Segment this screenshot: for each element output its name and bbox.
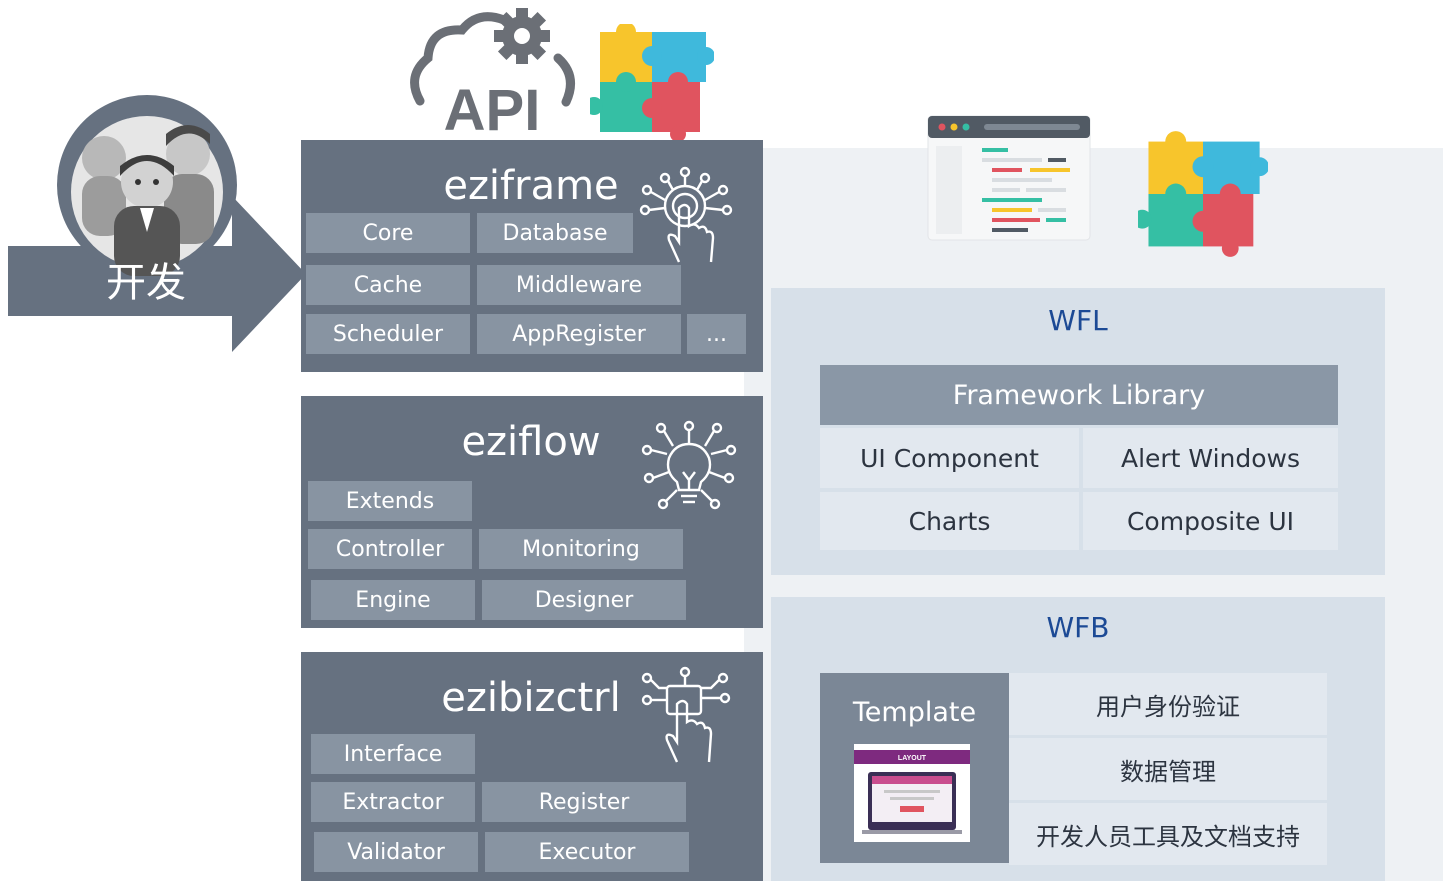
chip-extends: Extends [308,481,472,521]
wfb-item-data: 数据管理 [1009,738,1327,800]
layout-badge: LAYOUT [898,755,927,762]
chip-cache: Cache [306,265,470,305]
chip-monitoring: Monitoring [479,529,683,569]
chip-scheduler: Scheduler [306,314,470,354]
wfb-item-devtools: 开发人员工具及文档支持 [1009,803,1327,865]
wfl-cell-ui-component: UI Component [820,428,1079,488]
chip-engine: Engine [311,580,475,620]
api-label: API [444,78,541,136]
chip-executor: Executor [485,832,689,872]
wfl-cell-composite-ui: Composite UI [1083,492,1338,550]
tap-network-icon [641,666,731,763]
puzzle-icon [1138,131,1268,257]
code-window-icon [927,115,1091,241]
chip-validator: Validator [314,832,478,872]
wfl-cell-alert-windows: Alert Windows [1083,428,1338,488]
chip-interface: Interface [311,734,475,774]
developer-label: 开发 [106,260,186,306]
bulb-network-icon [641,420,737,510]
wfl-box: WFL Framework Library UI Component Alert… [771,288,1385,575]
chip-database: Database [477,213,633,253]
puzzle-icon [590,24,714,140]
ezibizctrl-title: ezibizctrl [441,675,621,721]
ezibizctrl-panel: ezibizctrl Interface Extractor Register … [301,652,763,881]
wfb-item-auth: 用户身份验证 [1009,673,1327,735]
eziflow-panel: eziflow Extends Controller Monitoring En… [301,396,763,628]
touch-network-icon [639,166,733,263]
template-box: Template LAYOUT [820,673,1009,863]
eziframe-panel: eziframe Core Database Cache Middleware … [301,140,763,372]
layout-thumbnail-icon: LAYOUT [854,744,970,842]
wfl-title: WFL [1048,304,1108,337]
wfb-title: WFB [1046,611,1110,644]
wfb-box: WFB Template LAYOUT 用户身份验证 数据管理 开发人员工具及文… [771,597,1385,881]
eziflow-title: eziflow [461,419,601,465]
chip-appregister: AppRegister [477,314,681,354]
chip-register: Register [482,782,686,822]
template-label: Template [852,697,977,728]
chip-controller: Controller [308,529,472,569]
chip-extractor: Extractor [311,782,475,822]
chip-middleware: Middleware [477,265,681,305]
chip-core: Core [306,213,470,253]
gear-icon [494,8,550,64]
cloud-api-icon: API [410,8,575,136]
framework-library-header: Framework Library [820,365,1338,425]
eziframe-title: eziframe [443,163,619,209]
chip-more: ... [687,314,746,354]
avatar-group-icon [57,95,237,276]
chip-designer: Designer [482,580,686,620]
wfl-cell-charts: Charts [820,492,1079,550]
